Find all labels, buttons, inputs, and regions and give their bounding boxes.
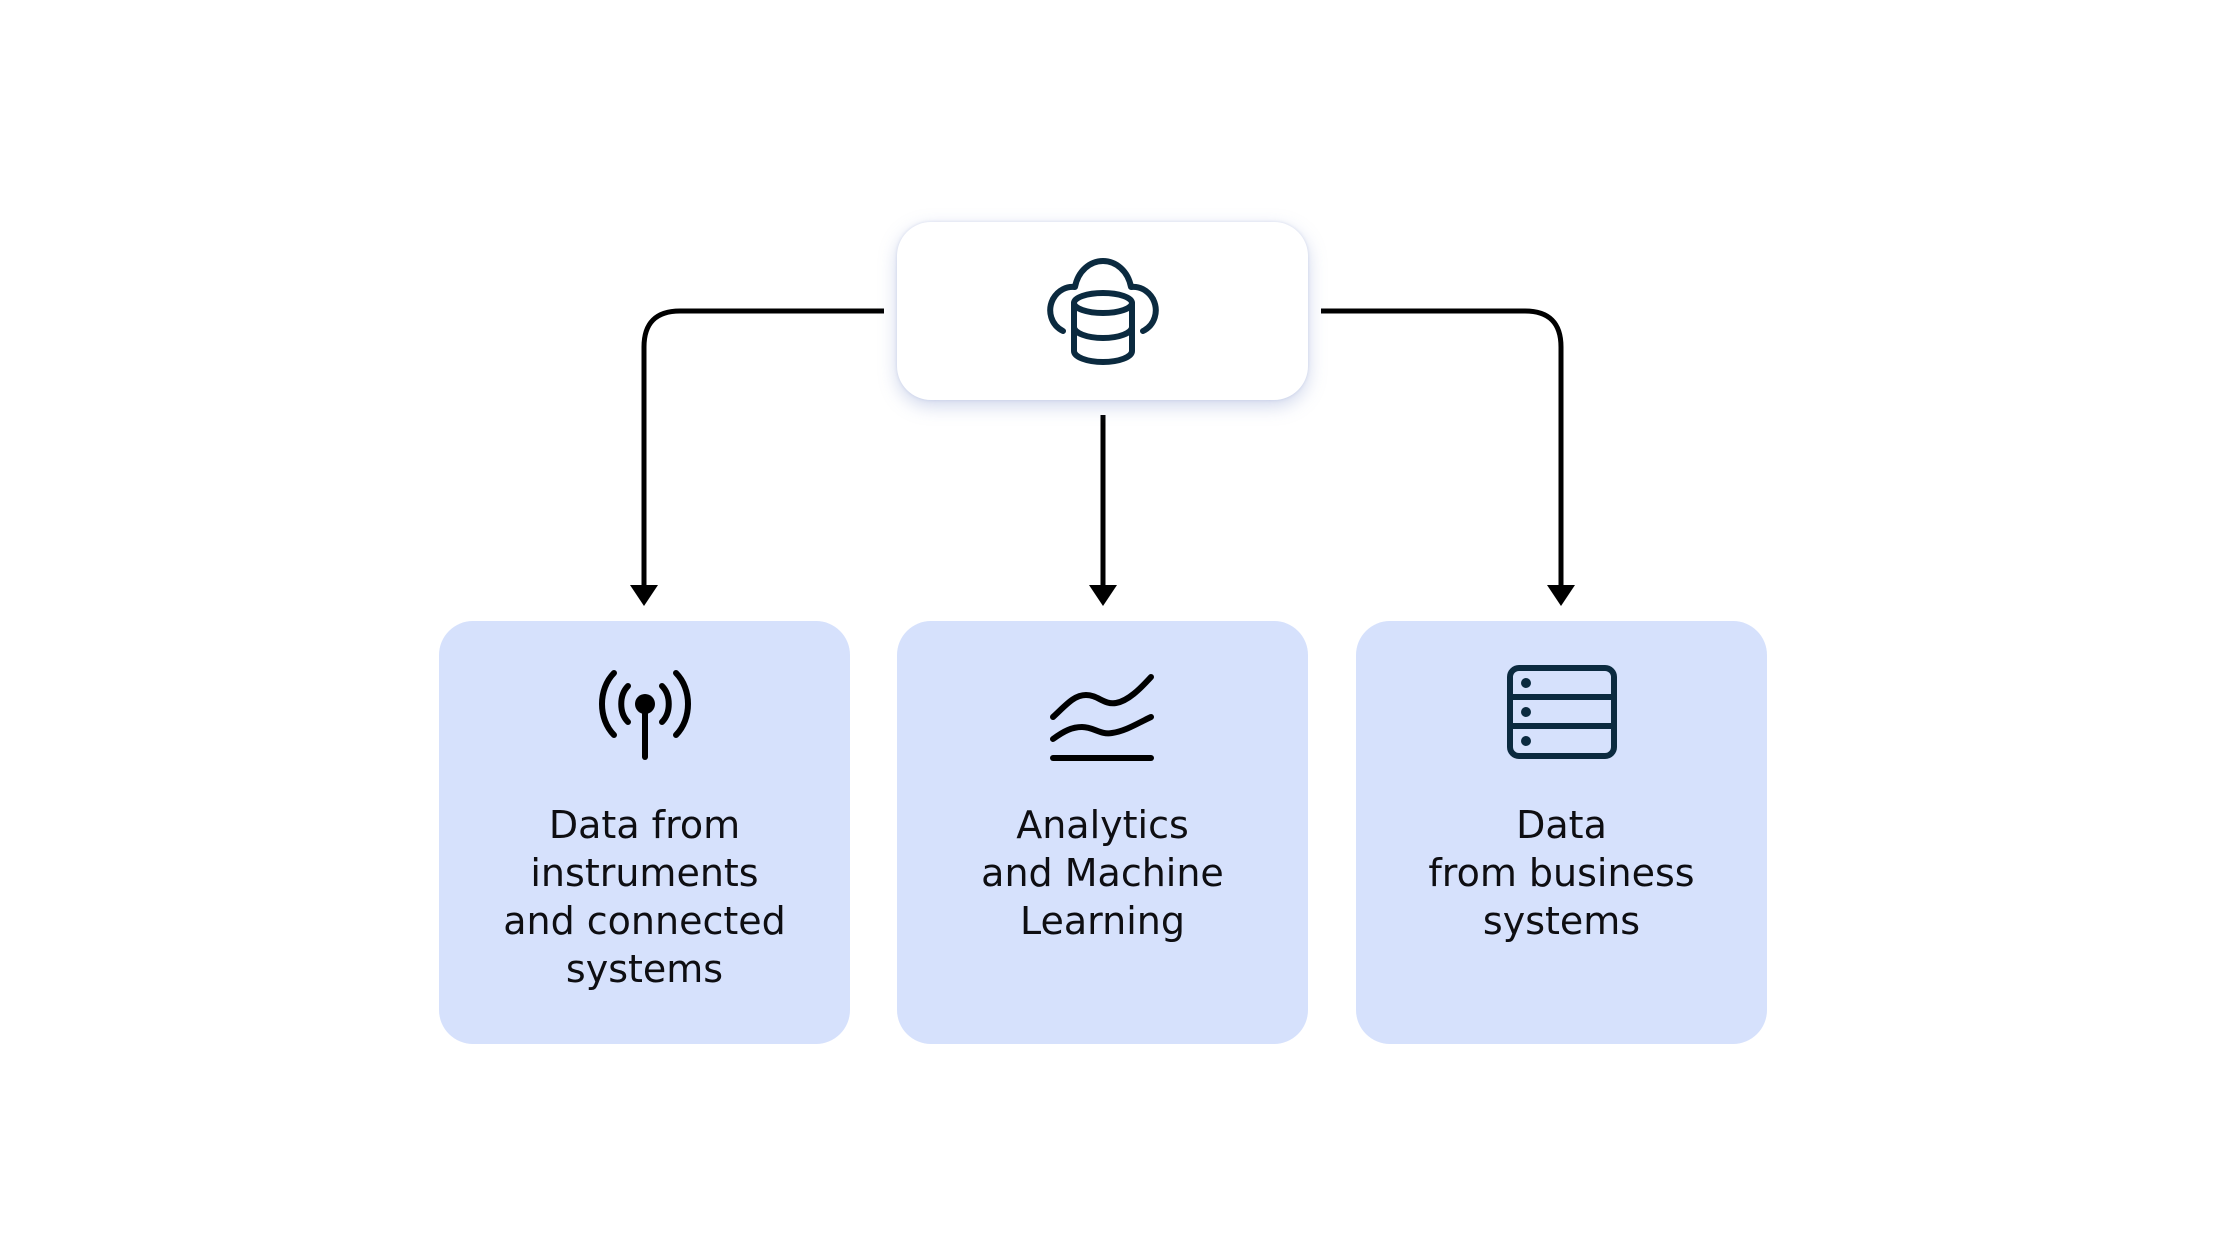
card-analytics-ml: Analytics and Machine Learning	[897, 621, 1308, 1044]
card-label: Data from instruments and connected syst…	[503, 803, 786, 991]
server-rack-icon	[1506, 665, 1617, 761]
connector-left	[641, 308, 884, 587]
arrowhead-center	[1089, 585, 1117, 606]
antenna-signal-icon	[590, 665, 700, 761]
card-instruments-data: Data from instruments and connected syst…	[439, 621, 850, 1044]
line-chart-icon	[1048, 665, 1158, 761]
central-hub-box	[897, 222, 1308, 400]
arrowhead-left	[630, 585, 658, 606]
card-business-systems: Data from business systems	[1356, 621, 1767, 1044]
cloud-database-icon	[1046, 258, 1159, 365]
arrowhead-right	[1547, 585, 1575, 606]
connector-right	[1321, 308, 1564, 587]
card-label: Data from business systems	[1428, 803, 1695, 943]
card-label: Analytics and Machine Learning	[981, 803, 1224, 943]
